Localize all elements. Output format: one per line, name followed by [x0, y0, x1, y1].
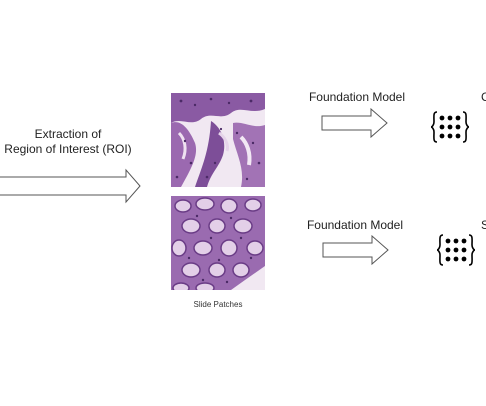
roi-extraction-label: Extraction of Region of Interest (ROI): [0, 127, 136, 157]
foundation-model-arrow-top: [321, 108, 388, 139]
foundation-model-label-bottom: Foundation Model: [306, 218, 404, 232]
cut-off-label-bottom: S: [481, 218, 486, 232]
cut-off-label-top: C: [481, 90, 486, 104]
slide-patch-top: [171, 93, 265, 187]
roi-label-line2: Region of Interest (ROI): [4, 142, 132, 156]
foundation-model-label-top: Foundation Model: [308, 90, 406, 104]
slide-patches-caption: Slide Patches: [193, 300, 243, 309]
roi-arrow: [0, 168, 141, 204]
foundation-model-arrow-bottom: [322, 235, 389, 266]
slide-patch-bottom: [171, 196, 265, 290]
embedding-icon-top: [430, 111, 470, 143]
embedding-icon-bottom: [436, 234, 476, 266]
roi-label-line1: Extraction of: [34, 127, 102, 141]
